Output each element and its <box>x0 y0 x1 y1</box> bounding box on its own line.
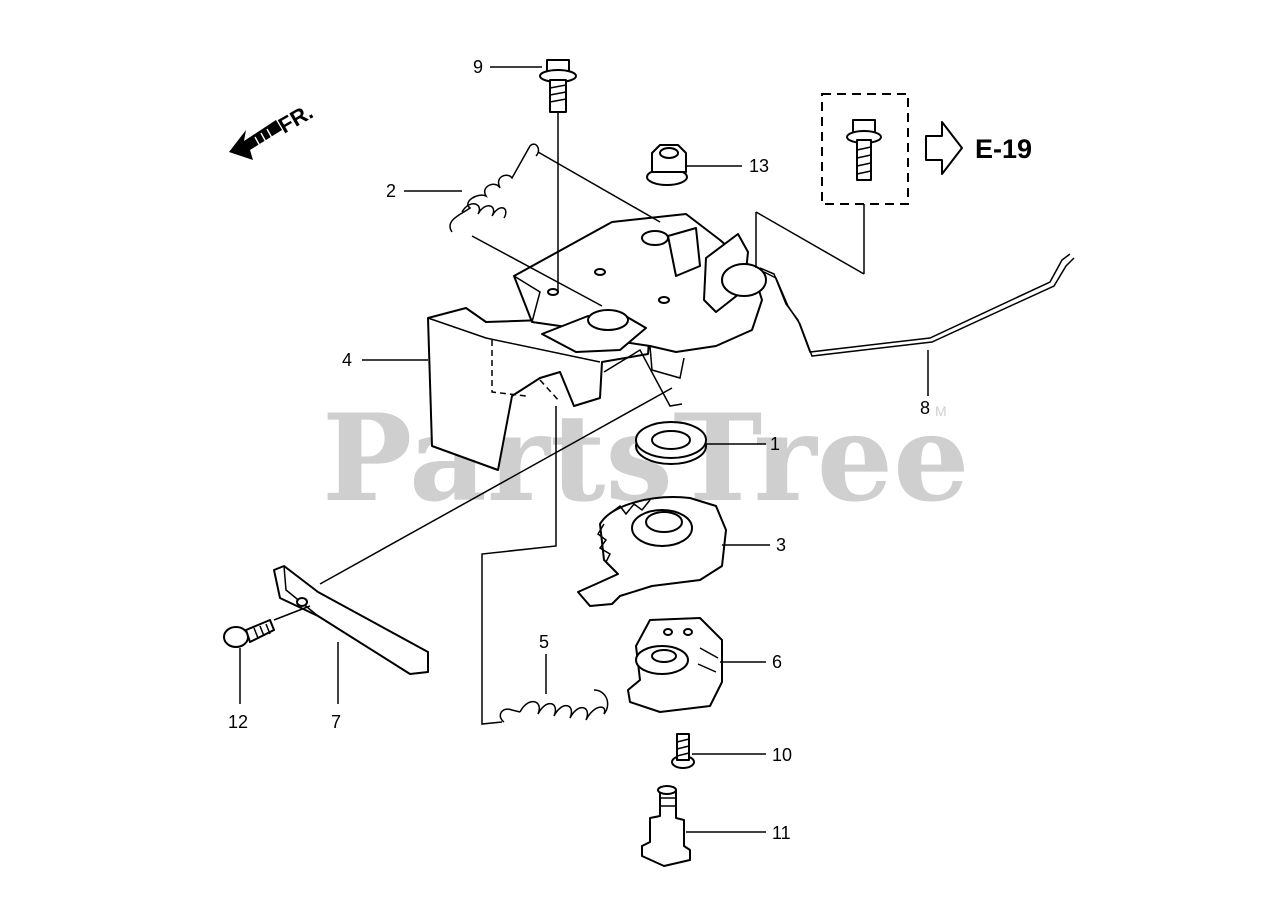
rod-8 <box>759 253 1075 357</box>
screw-12 <box>223 619 275 648</box>
callouts: 9 2 13 4 8 1 3 5 6 7 12 10 11 <box>228 57 930 843</box>
nut-13 <box>646 144 688 186</box>
callout-2: 2 <box>386 181 396 201</box>
gear-3 <box>577 496 727 607</box>
callout-7: 7 <box>331 712 341 732</box>
callout-3: 3 <box>776 535 786 555</box>
front-direction-arrow: FR. <box>229 99 317 160</box>
screw-10 <box>671 733 695 769</box>
spring-2 <box>449 143 540 233</box>
watermark-mark: M <box>935 403 947 419</box>
assembly-lines <box>273 112 865 725</box>
callout-8: 8 <box>920 398 930 418</box>
fr-label: FR. <box>274 99 317 138</box>
lever-7 <box>273 565 429 675</box>
callout-4: 4 <box>342 350 352 370</box>
bolt-e19 <box>846 119 882 181</box>
bolt-9 <box>539 59 577 113</box>
callout-6: 6 <box>772 652 782 672</box>
e19-label: E-19 <box>975 134 1032 164</box>
callout-11: 11 <box>772 823 791 843</box>
spring-5 <box>499 689 609 723</box>
callout-13: 13 <box>749 156 769 176</box>
governor-plate <box>513 213 767 407</box>
callout-9: 9 <box>473 57 483 77</box>
callout-12: 12 <box>228 712 248 732</box>
washer-1 <box>635 421 707 465</box>
callout-1: 1 <box>770 434 780 454</box>
bolt-11 <box>641 785 691 867</box>
e19-reference: E-19 <box>821 93 1032 205</box>
weight-6 <box>627 617 723 713</box>
callout-5: 5 <box>539 632 549 652</box>
callout-10: 10 <box>772 745 792 765</box>
